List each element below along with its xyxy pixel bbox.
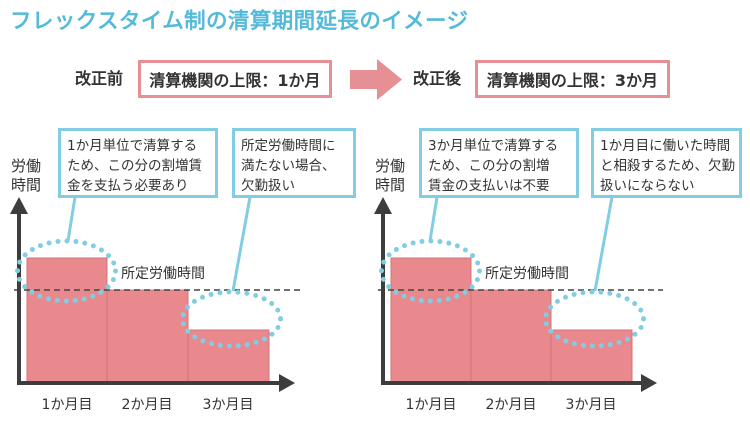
callout-shortfall: 所定労働時間に 満たない場合、 欠勤扱い — [232, 128, 356, 198]
shortfall-highlight — [180, 289, 283, 349]
callout-line: 賃金の支払いは不要 — [428, 178, 550, 194]
threshold-label: 所定労働時間 — [485, 266, 569, 282]
callout-line: 1か月目に働いた時間 — [600, 138, 731, 154]
callout-overtime: 1か月単位で清算する ため、この分の割増賃 金を支払う必要あり — [58, 128, 218, 198]
panel-after-graphic — [374, 196, 663, 392]
callout-line: 欠勤扱い — [241, 178, 295, 194]
bar-month-1 — [26, 257, 108, 384]
after-limit-box: 清算機関の上限：3か月 — [475, 60, 670, 98]
excess-highlight — [379, 238, 482, 304]
bar-month-2 — [470, 289, 552, 384]
callout-line: 3か月単位で清算する — [428, 138, 559, 154]
x-label-month-3: 3か月目 — [202, 397, 254, 413]
x-label-month-2: 2か月目 — [485, 397, 537, 413]
y-axis-label-line: 労働 — [375, 157, 406, 175]
y-axis-label-line: 時間 — [11, 176, 42, 194]
callout-line: ため、この分の割増 — [428, 158, 550, 174]
x-axis-arrowhead — [279, 374, 295, 392]
x-label-month-1: 1か月目 — [41, 397, 93, 413]
offset-highlight — [543, 289, 646, 349]
callout-connector-2 — [231, 196, 252, 292]
before-limit-box: 清算機関の上限：1か月 — [138, 60, 332, 98]
x-label-month-2: 2か月目 — [121, 397, 173, 413]
y-axis-label-line: 労働 — [11, 157, 42, 175]
callout-connector-2 — [593, 196, 614, 292]
callout-connector-1 — [66, 196, 77, 242]
callout-line: 満たない場合、 — [241, 158, 336, 174]
panel-after: 労働 時間 所定労働時間 1か月目 2か月目 3か月目 3か月単位で清算する た… — [364, 0, 750, 425]
callout-line: 金を支払う必要あり — [67, 178, 189, 194]
bar-month-2 — [106, 289, 189, 384]
callout-line: 所定労働時間に — [241, 138, 336, 154]
after-label: 改正後 — [413, 69, 462, 88]
before-limit-text: 清算機関の上限：1か月 — [149, 71, 321, 90]
y-axis-arrowhead — [10, 197, 28, 214]
y-axis-label-line: 時間 — [375, 176, 406, 194]
panel-before: 労働 時間 所定労働時間 1か月目 2か月目 3か月目 1か月単位で清算する た… — [0, 0, 364, 425]
arrow-right-icon — [350, 59, 402, 100]
after-limit-text: 清算機関の上限：3か月 — [486, 71, 659, 90]
callout-line: ため、この分の割増賃 — [67, 158, 202, 174]
page-title: フレックスタイム制の清算期間延長のイメージ — [10, 9, 469, 34]
callout-line: と相殺するため、欠勤 — [600, 158, 735, 174]
callout-line: 扱いにならない — [600, 178, 695, 194]
y-axis-label: 労働 時間 — [11, 157, 41, 195]
x-axis-arrowhead — [641, 374, 657, 392]
arrow-shape — [350, 59, 402, 100]
callout-line: 1か月単位で清算する — [67, 138, 198, 154]
bar-month-3 — [550, 329, 633, 384]
bar-month-3 — [187, 329, 270, 384]
callout-no-premium: 3か月単位で清算する ため、この分の割増 賃金の支払いは不要 — [419, 128, 579, 198]
threshold-label: 所定労働時間 — [121, 266, 205, 282]
x-label-month-1: 1か月目 — [405, 397, 457, 413]
bar-month-1 — [390, 257, 472, 384]
callout-connector-1 — [428, 196, 439, 242]
excess-highlight — [15, 238, 118, 304]
before-label: 改正前 — [75, 69, 124, 88]
panel-before-graphic — [10, 196, 302, 392]
y-axis-arrowhead — [374, 197, 392, 214]
y-axis-label: 労働 時間 — [375, 157, 405, 195]
callout-offset: 1か月目に働いた時間 と相殺するため、欠勤 扱いにならない — [591, 128, 742, 198]
x-label-month-3: 3か月目 — [565, 397, 617, 413]
